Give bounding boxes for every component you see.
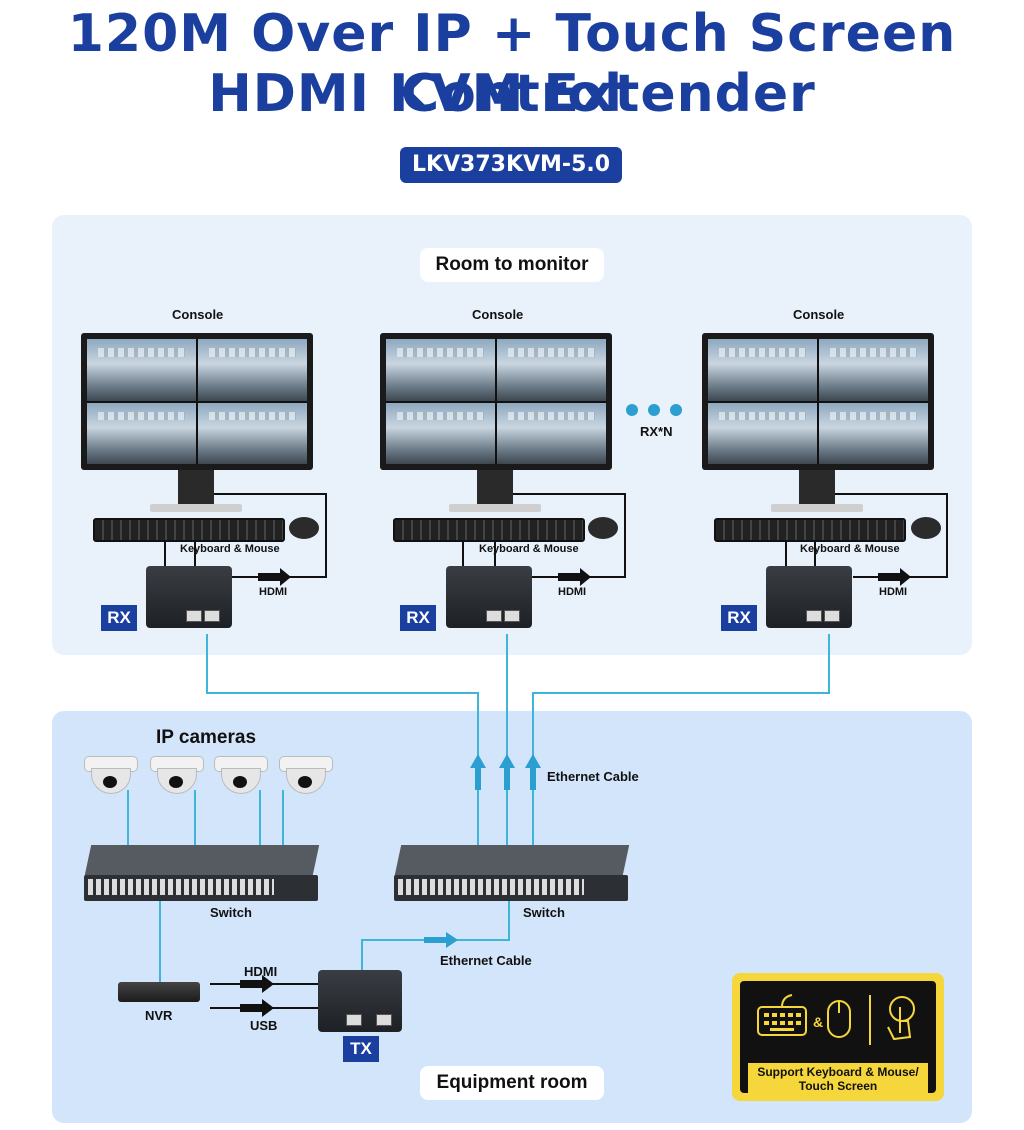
ethernet-line-rx3 (533, 634, 829, 845)
switch-label-2: Switch (523, 905, 565, 920)
keyboard-icon (93, 518, 285, 542)
switch-right (398, 845, 626, 901)
nvr-label: NVR (145, 1008, 172, 1023)
keyboard-mouse-label-1: Keyboard & Mouse (180, 543, 280, 555)
hdmi-label-3: HDMI (879, 586, 907, 598)
switch-label-1: Switch (210, 905, 252, 920)
badge-text: Support Keyboard & Mouse/ Touch Screen (748, 1063, 928, 1095)
usb-label-tx: USB (250, 1018, 277, 1033)
rx-unit-1 (146, 566, 232, 628)
badge-icons: & (740, 981, 936, 1061)
console-label-2: Console (472, 307, 523, 322)
badge-text-line-2: Touch Screen (799, 1079, 877, 1093)
monitor-3 (702, 333, 934, 470)
keyboard-icon (714, 518, 906, 542)
camera-icon (214, 756, 266, 794)
keyboard-mouse-label-2: Keyboard & Mouse (479, 543, 579, 555)
badge-text-line-1: Support Keyboard & Mouse/ (757, 1065, 918, 1079)
rx-unit-2 (446, 566, 532, 628)
badge-amp: & (813, 1014, 823, 1030)
monitor-1 (81, 333, 313, 470)
tx-unit (318, 970, 402, 1032)
room-to-monitor-label: Room to monitor (420, 248, 604, 282)
ethernet-cable-label-1: Ethernet Cable (547, 769, 639, 784)
mouse-icon (588, 517, 618, 539)
camera-icon (150, 756, 202, 794)
hdmi-label-2: HDMI (558, 586, 586, 598)
rx-tag-3: RX (721, 605, 757, 631)
feature-badge: & Support Keyboard & Mouse/ Touch Screen (732, 973, 944, 1101)
ethernet-cable-label-2: Ethernet Cable (440, 953, 532, 968)
keyboard-mouse-label-3: Keyboard & Mouse (800, 543, 900, 555)
touch-hand-icon (888, 997, 914, 1039)
camera-icon (279, 756, 331, 794)
rx-unit-3 (766, 566, 852, 628)
console-label-3: Console (793, 307, 844, 322)
rx-tag-2: RX (400, 605, 436, 631)
hdmi-label-1: HDMI (259, 586, 287, 598)
keyboard-icon (393, 518, 585, 542)
camera-icon (84, 756, 136, 794)
monitor-2 (380, 333, 612, 470)
tx-tag: TX (343, 1036, 379, 1062)
rx-n-label: RX*N (640, 424, 673, 439)
mouse-icon (289, 517, 319, 539)
ip-cameras-label: IP cameras (156, 727, 256, 749)
rx-tag-1: RX (101, 605, 137, 631)
hdmi-label-tx: HDMI (244, 964, 277, 979)
nvr-device (118, 982, 200, 1002)
mouse-icon (911, 517, 941, 539)
console-label-1: Console (172, 307, 223, 322)
switch-left (88, 845, 316, 901)
equipment-room-label: Equipment room (420, 1066, 604, 1100)
